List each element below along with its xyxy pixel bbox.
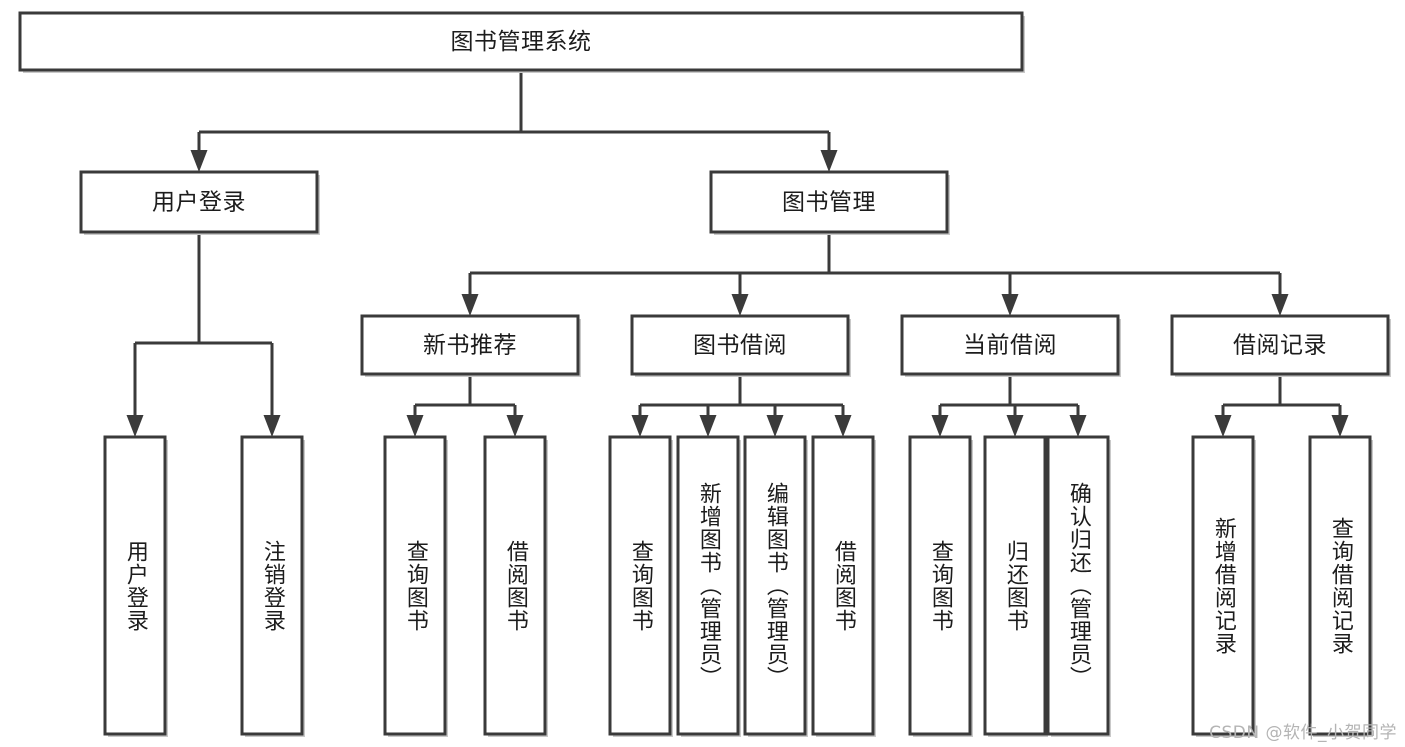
arrow-head-user-login bbox=[190, 150, 208, 172]
node-label-borrow-record: 借阅记录 bbox=[1233, 333, 1327, 359]
node-box-book-borrow[interactable] bbox=[630, 314, 850, 376]
node-label-leaf-return-book: 归还图书 bbox=[1002, 539, 1028, 632]
node-box-root[interactable] bbox=[18, 11, 1024, 72]
node-box-leaf-query-book-cur[interactable] bbox=[908, 435, 972, 736]
node-box-user-login[interactable] bbox=[79, 170, 319, 234]
watermark-text: CSDN @软件_小贺同学 bbox=[1209, 723, 1397, 743]
edges-layer bbox=[126, 70, 1349, 437]
node-box-leaf-return-book[interactable] bbox=[983, 435, 1047, 736]
node-label-leaf-add-book: 新增图书（管理员） bbox=[695, 482, 721, 689]
edge-group-current-borrow bbox=[931, 374, 1087, 437]
arrow-head-new-book-rec bbox=[461, 294, 479, 316]
edge-group-book-manage bbox=[461, 232, 1289, 316]
node-box-leaf-query-book[interactable] bbox=[608, 435, 672, 736]
node-label-leaf-edit-book: 编辑图书（管理员） bbox=[762, 482, 788, 689]
node-box-leaf-query-record[interactable] bbox=[1308, 435, 1372, 736]
node-label-user-login: 用户登录 bbox=[152, 190, 246, 216]
node-box-new-book-rec[interactable] bbox=[360, 314, 580, 376]
node-box-borrow-record[interactable] bbox=[1170, 314, 1390, 376]
node-box-current-borrow[interactable] bbox=[900, 314, 1120, 376]
arrow-head-leaf-user-logout bbox=[263, 415, 281, 437]
arrow-head-leaf-add-book bbox=[699, 415, 717, 437]
arrow-head-leaf-add-record bbox=[1214, 415, 1232, 437]
edge-group-borrow-record bbox=[1214, 374, 1349, 437]
arrow-head-book-manage bbox=[820, 150, 838, 172]
node-label-book-manage: 图书管理 bbox=[782, 190, 876, 216]
node-label-new-book-rec: 新书推荐 bbox=[423, 333, 517, 359]
arrow-head-leaf-query-book-cur bbox=[931, 415, 949, 437]
edge-group-book-borrow bbox=[631, 374, 852, 437]
node-label-leaf-borrow-book: 借阅图书 bbox=[830, 539, 856, 632]
edge-group-root bbox=[190, 70, 838, 172]
node-label-leaf-user-logout: 注销登录 bbox=[259, 539, 285, 632]
arrow-head-current-borrow bbox=[1001, 294, 1019, 316]
arrow-head-leaf-query-book bbox=[631, 415, 649, 437]
arrow-head-book-borrow bbox=[731, 294, 749, 316]
node-label-leaf-user-login: 用户登录 bbox=[122, 539, 148, 632]
node-box-leaf-confirm-return[interactable] bbox=[1046, 435, 1110, 736]
arrow-head-leaf-user-login bbox=[126, 415, 144, 437]
arrow-head-leaf-edit-book bbox=[766, 415, 784, 437]
node-box-leaf-borrow-book-rec[interactable] bbox=[483, 435, 547, 736]
node-box-book-manage[interactable] bbox=[709, 170, 949, 234]
node-label-leaf-query-book-rec: 查询图书 bbox=[402, 539, 428, 632]
edge-group-new-book-rec bbox=[406, 374, 524, 437]
node-label-leaf-query-book-cur: 查询图书 bbox=[927, 539, 953, 632]
node-label-leaf-borrow-book-rec: 借阅图书 bbox=[502, 539, 528, 632]
node-label-leaf-confirm-return: 确认归还（管理员） bbox=[1065, 482, 1091, 689]
node-box-leaf-add-book[interactable] bbox=[676, 435, 740, 736]
node-box-leaf-user-logout[interactable] bbox=[240, 435, 304, 736]
arrow-head-leaf-query-record bbox=[1331, 415, 1349, 437]
node-label-leaf-query-record: 查询借阅记录 bbox=[1327, 516, 1353, 655]
node-label-leaf-query-book: 查询图书 bbox=[627, 539, 653, 632]
node-label-leaf-add-record: 新增借阅记录 bbox=[1210, 516, 1236, 655]
node-label-root: 图书管理系统 bbox=[451, 29, 592, 55]
arrow-head-borrow-record bbox=[1271, 294, 1289, 316]
arrow-head-leaf-confirm-return bbox=[1069, 415, 1087, 437]
node-box-leaf-add-record[interactable] bbox=[1191, 435, 1255, 736]
boxes-layer bbox=[18, 11, 1391, 737]
edge-group-user-login bbox=[126, 232, 281, 437]
node-box-leaf-borrow-book[interactable] bbox=[811, 435, 875, 736]
arrow-head-leaf-query-book-rec bbox=[406, 415, 424, 437]
arrow-head-leaf-borrow-book-rec bbox=[506, 415, 524, 437]
node-box-leaf-edit-book[interactable] bbox=[743, 435, 807, 736]
node-label-current-borrow: 当前借阅 bbox=[963, 333, 1057, 359]
node-label-book-borrow: 图书借阅 bbox=[693, 333, 787, 359]
node-box-leaf-query-book-rec[interactable] bbox=[383, 435, 447, 736]
arrow-head-leaf-borrow-book bbox=[834, 415, 852, 437]
node-box-leaf-user-login[interactable] bbox=[103, 435, 167, 736]
arrow-head-leaf-return-book bbox=[1006, 415, 1024, 437]
